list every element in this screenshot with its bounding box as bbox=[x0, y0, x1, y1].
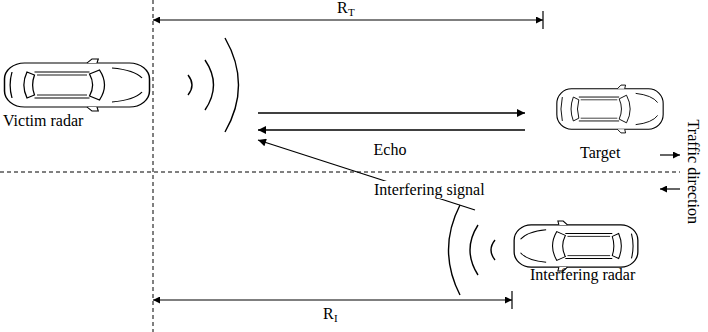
signal-arrow bbox=[258, 112, 525, 113]
dimension-label: R bbox=[323, 306, 334, 322]
dimension-label: T bbox=[348, 7, 355, 18]
direction-arrow bbox=[660, 154, 680, 155]
edge-label: Echo bbox=[372, 141, 409, 159]
vehicle-node: Target bbox=[525, 80, 670, 162]
vehicle-node: Interfering radar bbox=[430, 210, 665, 288]
edge-label: Interfering signal bbox=[372, 181, 487, 199]
dimension-label: R bbox=[337, 0, 348, 16]
vehicle-label: Victim radar bbox=[3, 112, 83, 130]
reference-line bbox=[153, 0, 154, 332]
direction-arrow bbox=[660, 188, 680, 189]
signal-arrow bbox=[258, 129, 525, 130]
radar-waves bbox=[188, 38, 239, 132]
signal-arrow bbox=[258, 140, 475, 210]
lane-divider bbox=[0, 172, 680, 173]
vehicle-label: Target bbox=[580, 144, 620, 162]
vehicle-label: Interfering radar bbox=[530, 266, 635, 284]
car-icon bbox=[5, 59, 150, 111]
dimension-line bbox=[153, 299, 512, 300]
dimension-tick bbox=[542, 11, 543, 29]
dimension-tick bbox=[511, 291, 512, 309]
dimension-label: I bbox=[334, 313, 338, 324]
car-icon bbox=[557, 85, 663, 133]
radar-waves bbox=[449, 205, 496, 295]
axis-label: Traffic direction bbox=[684, 120, 702, 224]
dimension-line bbox=[153, 19, 543, 20]
car-icon bbox=[514, 221, 638, 271]
vehicle-node: Victim radar bbox=[0, 52, 258, 144]
